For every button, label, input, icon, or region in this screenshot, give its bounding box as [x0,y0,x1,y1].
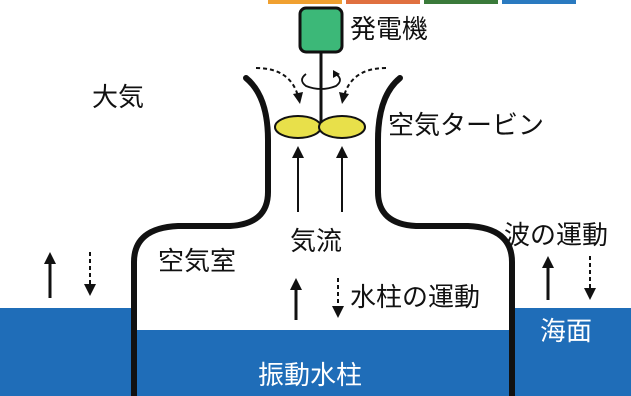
dashed-inflow-right-head-icon [339,92,349,104]
label-oscillating-water-column: 振動水柱 [258,361,362,391]
label-airflow: 気流 [290,227,342,257]
label-generator: 発電機 [350,15,428,45]
turbine-blade-left [274,115,322,139]
dashed-inflow-left-icon [255,67,299,97]
rotation-arrowhead-icon [333,70,340,78]
airflow-arrowhead-left-icon [292,146,304,158]
label-atmosphere: 大気 [92,83,144,113]
wave-up-arrowhead-left-icon [44,252,56,264]
sea-right [512,308,631,396]
generator-icon [298,6,344,54]
label-air-chamber: 空気室 [158,247,236,277]
column-down-arrowhead-icon [332,306,344,318]
wave-down-arrowhead-right-icon [584,288,596,300]
top-strip-4 [502,0,576,4]
airflow-arrowhead-right-icon [336,146,348,158]
wave-down-arrowhead-left-icon [84,284,96,296]
dashed-inflow-right-icon [343,67,387,97]
chamber-outline [131,75,515,396]
rotation-arrow-icon [301,73,341,90]
label-wave-motion: 波の運動 [504,221,608,251]
top-strip-1 [268,0,342,4]
label-water-column-motion: 水柱の運動 [350,283,480,313]
wave-up-arrowhead-right-icon [542,256,554,268]
turbine-blade-right [318,115,366,139]
top-strip-3 [424,0,498,4]
label-sea-surface: 海面 [540,317,592,347]
label-air-turbine: 空気タービン [388,111,544,141]
dashed-inflow-left-head-icon [293,92,303,104]
column-up-arrowhead-icon [290,278,302,290]
water-column [134,330,512,396]
top-strip-2 [346,0,420,4]
sea-left [0,308,134,396]
